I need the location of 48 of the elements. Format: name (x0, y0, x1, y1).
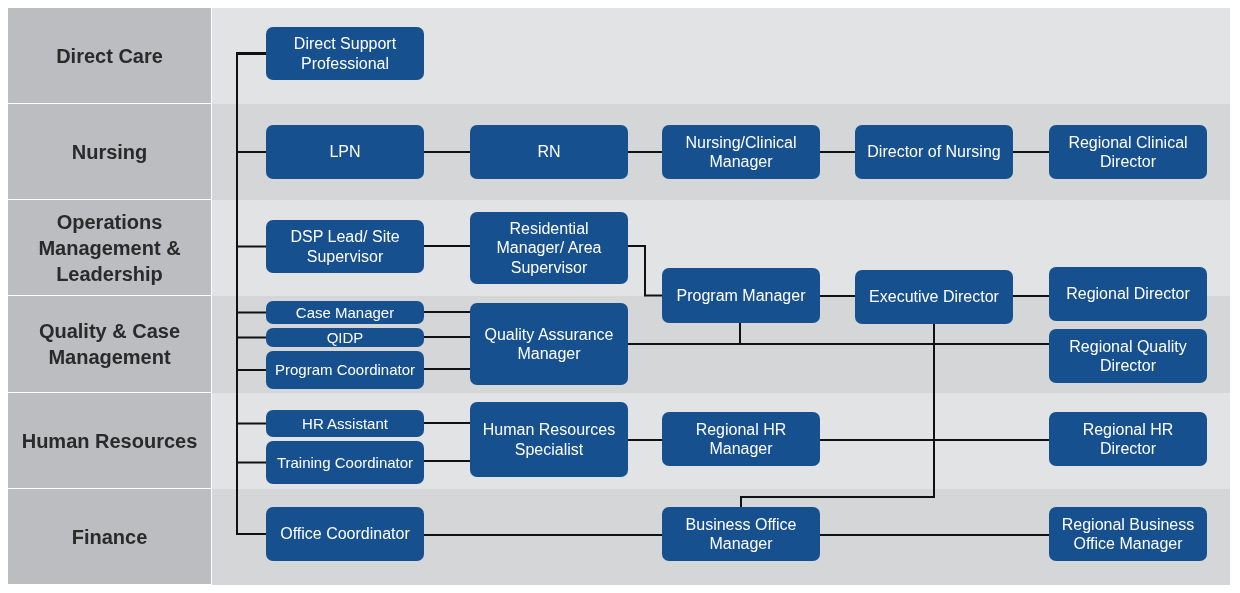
role-box: Direct Support Professional (266, 27, 424, 80)
connector-line (819, 295, 856, 297)
connector-line (423, 336, 471, 338)
connector-line (819, 534, 1050, 536)
role-box: Business Office Manager (662, 507, 820, 561)
role-box: Program Coordinator (266, 351, 424, 389)
connector-line (423, 311, 471, 313)
role-box: Quality Assurance Manager (470, 303, 628, 385)
connector-line (423, 534, 663, 536)
role-box: Director of Nursing (855, 125, 1013, 179)
role-box: Regional Clinical Director (1049, 125, 1207, 179)
connector-line (740, 323, 935, 508)
role-box: Office Coordinator (266, 507, 424, 561)
connector-line (627, 245, 663, 297)
row-header: Direct Care (8, 8, 211, 104)
role-box: Regional Quality Director (1049, 329, 1207, 383)
connector-line (423, 368, 471, 370)
row-header: Nursing (8, 104, 211, 200)
role-box: Case Manager (266, 301, 424, 324)
role-box: Program Manager (662, 268, 820, 323)
role-box: Regional Director (1049, 267, 1207, 321)
connector-line (423, 245, 471, 247)
role-box: Human Resources Specialist (470, 402, 628, 477)
role-box: Executive Director (855, 270, 1013, 324)
row-header: Operations Management & Leadership (8, 200, 211, 296)
connector-line (627, 439, 663, 441)
connector-line (423, 422, 471, 424)
role-box: HR Assistant (266, 410, 424, 437)
role-box: DSP Lead/ Site Supervisor (266, 220, 424, 273)
role-box: Training Coordinator (266, 441, 424, 484)
role-box: QIDP (266, 328, 424, 347)
role-box: RN (470, 125, 628, 179)
connector-line (1012, 151, 1050, 153)
role-box: LPN (266, 125, 424, 179)
connector-line (819, 439, 1050, 441)
row-header: Human Resources (8, 393, 211, 489)
row-header: Quality & Case Management (8, 296, 211, 393)
connector-line (627, 151, 663, 153)
role-box: Residential Manager/ Area Supervisor (470, 212, 628, 284)
row-header: Finance (8, 489, 211, 585)
role-box: Regional HR Director (1049, 412, 1207, 466)
role-box: Regional HR Manager (662, 412, 820, 466)
connector-line (819, 151, 856, 153)
role-box: Regional Business Office Manager (1049, 507, 1207, 561)
role-box: Nursing/Clinical Manager (662, 125, 820, 179)
connector-line (423, 151, 471, 153)
connector-line (423, 460, 471, 462)
connector-line (1012, 295, 1050, 297)
